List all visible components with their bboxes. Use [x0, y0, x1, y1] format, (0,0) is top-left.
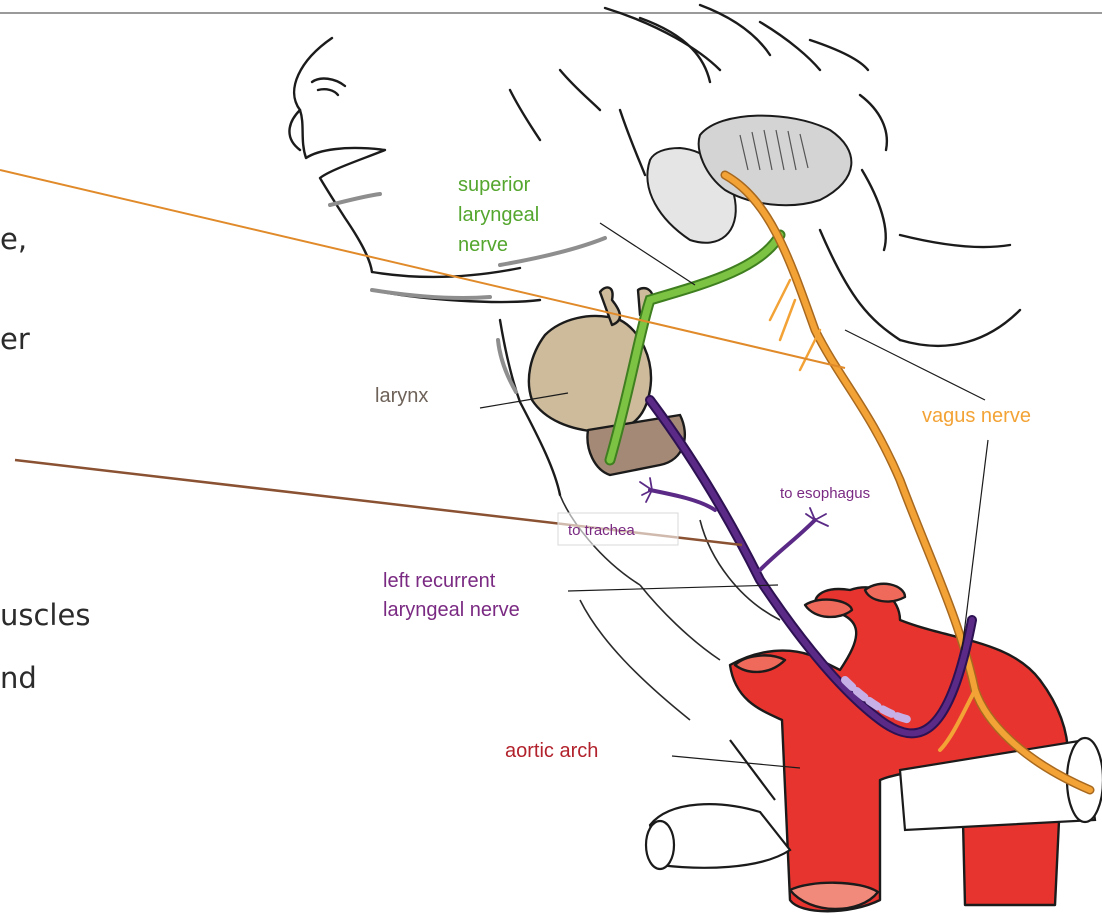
larynx-organ — [529, 287, 685, 475]
superior-laryngeal-nerve-label-line-3: nerve — [458, 234, 508, 256]
to-trachea-label: to trachea — [568, 522, 635, 539]
skull-base — [647, 116, 851, 243]
left-recurrent-laryngeal-nerve-label-line-2: laryngeal nerve — [383, 599, 520, 621]
aortic-arch-label: aortic arch — [505, 740, 598, 762]
vagus-nerve-label: vagus nerve — [922, 405, 1031, 427]
left-recurrent-laryngeal-nerve-label-line-1: left recurrent — [383, 570, 496, 592]
larynx-label: larynx — [375, 385, 428, 407]
superior-laryngeal-nerve-label-line-2: laryngeal — [458, 204, 539, 226]
superior-laryngeal-nerve-label-line-1: superior — [458, 174, 531, 196]
to-esophagus-label: to esophagus — [780, 485, 870, 502]
